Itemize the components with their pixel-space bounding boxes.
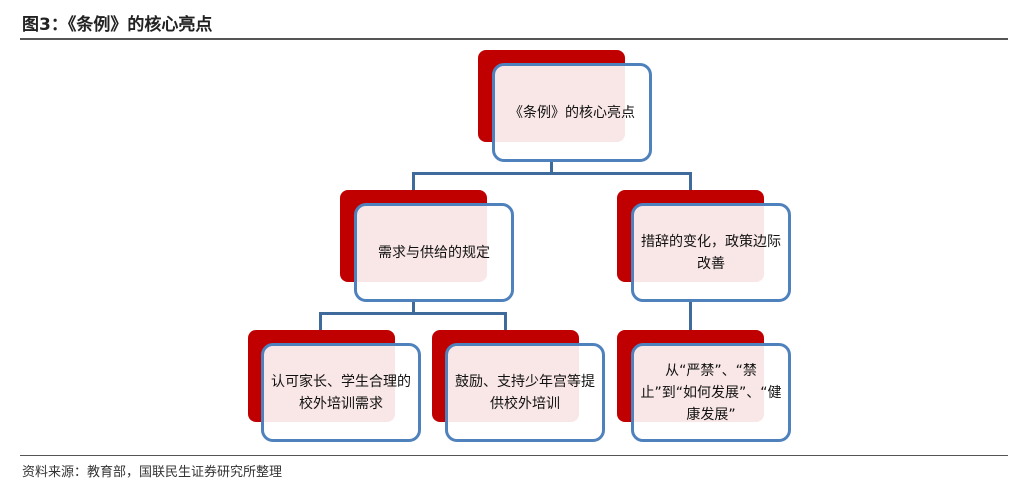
connector	[689, 172, 692, 190]
source-note: 资料来源：教育部，国联民生证券研究所整理	[22, 465, 283, 480]
figure-title: 图3：《条例》的核心亮点	[22, 15, 213, 35]
connector	[412, 300, 415, 314]
node-leaf-1: 认可家长、学生合理的校外培训需求	[261, 343, 421, 442]
node-root: 《条例》的核心亮点	[492, 63, 652, 162]
footer-divider	[20, 455, 1008, 456]
connector	[319, 312, 507, 315]
connector	[412, 172, 415, 190]
connector	[412, 172, 692, 175]
node-leaf-3: 从“严禁”、“禁止”到“如何发展”、“健康发展”	[631, 343, 791, 442]
node-leaf-2: 鼓励、支持少年宫等提供校外培训	[445, 343, 605, 442]
connector	[550, 160, 553, 174]
title-divider	[20, 38, 1008, 40]
connector	[319, 312, 322, 330]
node-mid-left: 需求与供给的规定	[354, 203, 514, 302]
connector	[689, 300, 692, 330]
connector	[504, 312, 507, 330]
node-mid-right: 措辞的变化，政策边际改善	[631, 203, 791, 302]
